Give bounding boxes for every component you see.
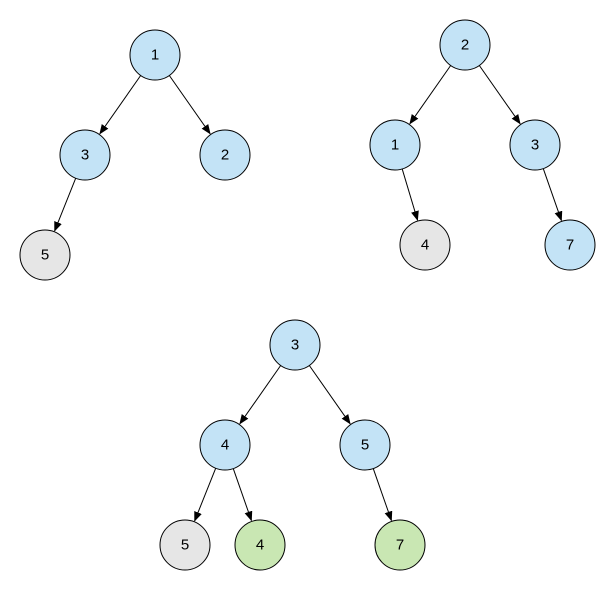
edge-a-b [239, 365, 282, 425]
tree-merged: 3 4 5 5 4 7 [159, 319, 426, 571]
edge-c-e [542, 168, 563, 222]
node-label: 3 [81, 147, 89, 164]
node-circle [269, 319, 321, 371]
node-label: 2 [221, 147, 229, 164]
tree-2: 2 1 3 4 7 [369, 19, 596, 271]
node-circle [399, 219, 451, 271]
tree-node: 5 [339, 419, 391, 471]
edge-a-c [478, 65, 521, 125]
node-circle [199, 129, 251, 181]
edge-b-d [401, 168, 419, 222]
tree-node: 2 [199, 129, 251, 181]
node-circle [439, 19, 491, 71]
node-label: 3 [291, 337, 299, 354]
tree-1: 1 3 2 5 [19, 29, 251, 281]
tree-node: 4 [199, 419, 251, 471]
edge-c-f [372, 468, 393, 522]
tree-node: 5 [19, 229, 71, 281]
edge-a-b [409, 65, 452, 125]
node-circle [374, 519, 426, 571]
node-circle [59, 129, 111, 181]
node-label: 4 [421, 237, 429, 254]
node-label: 4 [221, 437, 229, 454]
tree-node: 3 [269, 319, 321, 371]
tree-node: 2 [439, 19, 491, 71]
tree-node: 4 [234, 519, 286, 571]
edge-b-d [54, 178, 77, 232]
tree-node: 1 [369, 119, 421, 171]
node-circle [199, 419, 251, 471]
node-label: 2 [461, 37, 469, 54]
tree-node: 4 [399, 219, 451, 271]
node-circle [339, 419, 391, 471]
node-label: 3 [531, 137, 539, 154]
edge-b-d [194, 468, 217, 522]
node-label: 5 [181, 537, 189, 554]
tree-node: 3 [59, 129, 111, 181]
node-label: 1 [391, 137, 399, 154]
edge-a-c [308, 365, 351, 425]
node-circle [509, 119, 561, 171]
node-label: 1 [151, 47, 159, 64]
edge-a-c [168, 75, 211, 135]
tree-node: 5 [159, 519, 211, 571]
node-label: 5 [361, 437, 369, 454]
tree-node: 7 [544, 219, 596, 271]
edge-b-e [232, 468, 253, 522]
node-circle [234, 519, 286, 571]
node-label: 7 [396, 537, 404, 554]
node-label: 4 [256, 537, 264, 554]
node-circle [129, 29, 181, 81]
node-label: 5 [41, 247, 49, 264]
node-label: 7 [566, 237, 574, 254]
node-circle [369, 119, 421, 171]
tree-node: 1 [129, 29, 181, 81]
node-circle [544, 219, 596, 271]
tree-node: 3 [509, 119, 561, 171]
node-circle [159, 519, 211, 571]
node-circle [19, 229, 71, 281]
edge-a-b [99, 75, 142, 135]
tree-node: 7 [374, 519, 426, 571]
